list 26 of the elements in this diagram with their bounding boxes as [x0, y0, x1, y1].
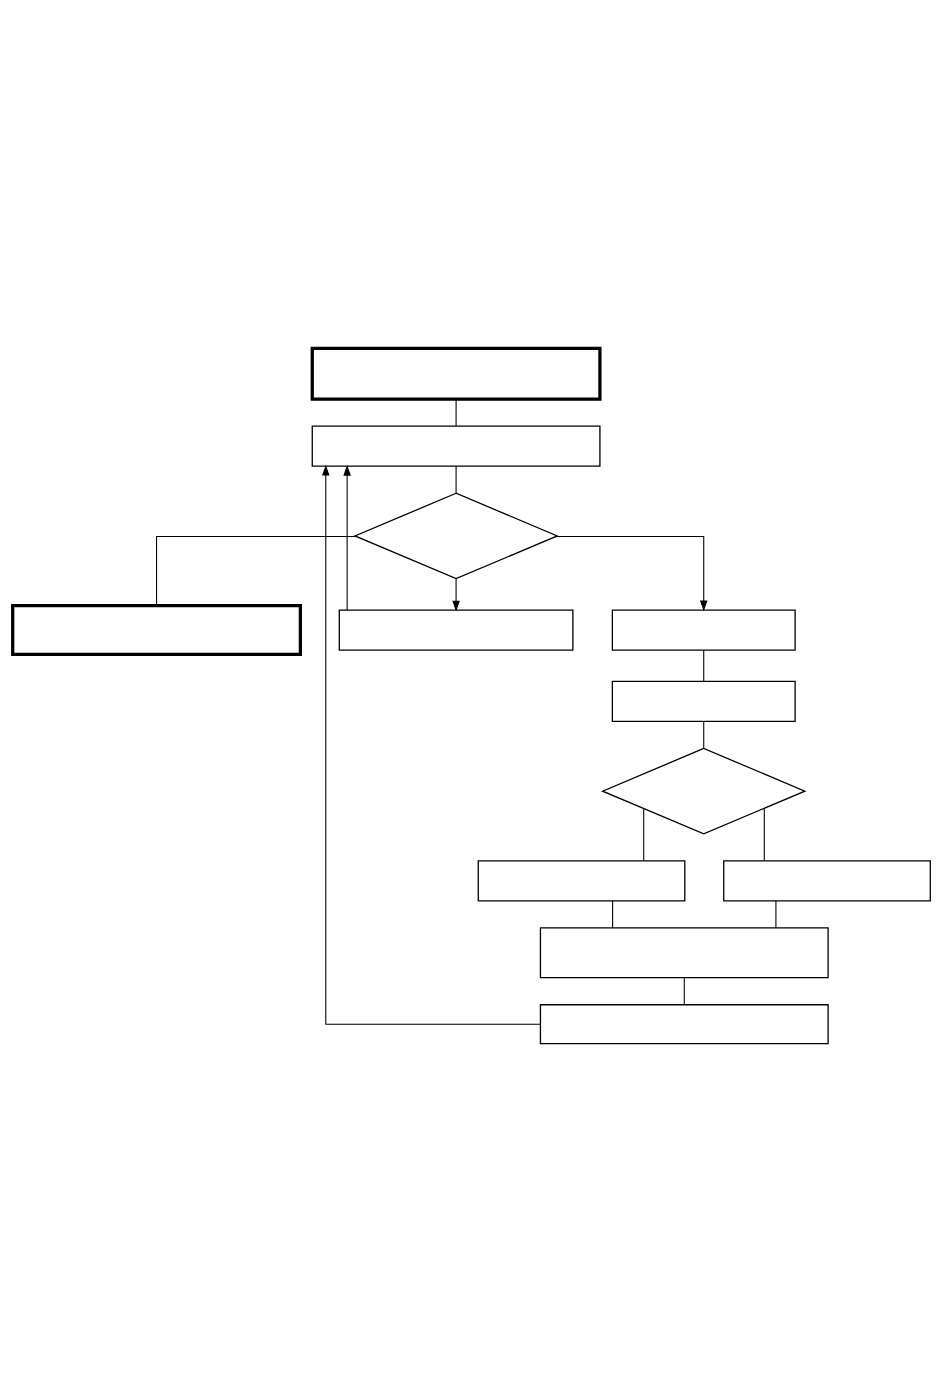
node-diamond [353, 492, 559, 579]
node-box [611, 680, 796, 722]
connector [775, 899, 777, 928]
node-box [311, 425, 601, 467]
arrow [322, 464, 541, 1025]
connector [612, 899, 614, 928]
arrow [555, 535, 708, 611]
node-box [611, 608, 796, 651]
connector [643, 807, 645, 861]
node-box [539, 926, 829, 978]
node-diamond [600, 747, 807, 835]
node-box [723, 859, 931, 902]
node-box [11, 603, 302, 656]
arrow [452, 577, 460, 612]
node-box [539, 1003, 829, 1044]
connector [683, 976, 685, 1005]
node-box [310, 346, 602, 401]
connector [703, 649, 705, 682]
node-box [338, 608, 574, 651]
connector [455, 465, 457, 493]
arrow [343, 464, 351, 611]
connector [455, 398, 457, 426]
connector [763, 807, 765, 861]
connector [703, 720, 705, 749]
node-box [477, 859, 686, 902]
connector [156, 535, 357, 606]
